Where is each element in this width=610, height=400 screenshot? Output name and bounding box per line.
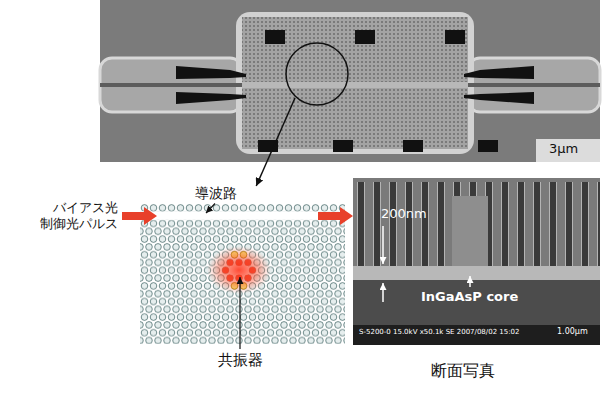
sem-ground [100,0,600,162]
photo-annotation: InGaAsP core [421,290,518,304]
thickness-arrow [382,283,384,302]
hole-columns [353,182,600,268]
lattice-schematic: 導波路 [140,186,345,346]
scale-bar-ground [536,139,600,162]
thickness-arrow [382,226,384,264]
input-arrow [122,207,157,225]
photo-annotation: S-5200-0 15.0kV x50.1k SE 2007/08/02 15:… [359,329,519,337]
output-arrow [318,207,353,225]
core-leader [469,276,471,287]
resonator-glow [207,246,271,294]
image-label: 200nm [381,207,427,221]
zoom-arrow [256,162,267,186]
pad [265,30,285,44]
electrode [464,92,534,104]
photo-annotation: 1.00μm [557,328,588,337]
lattice-schematic [122,204,353,350]
pad [333,140,353,152]
photo-annotation: 断面写真 [431,362,495,380]
zoom-circle [286,43,348,105]
pad [355,30,375,44]
waveguide-line [100,83,600,87]
electrode [464,66,534,79]
waveguide-row [138,212,347,220]
electrode [176,66,246,79]
waveguide-leader [206,204,215,214]
hole-lattice [140,204,345,344]
image-label: 3μm [549,142,578,156]
zoom-leader [267,98,295,162]
electrode [176,92,246,104]
pad [403,140,423,152]
photonic-crystal [242,17,468,149]
cross-section-photo: 200nmInGaAsP coreS-5200-0 15.0kV x50.1k … [353,178,600,390]
core-layer [353,266,600,280]
callout-label: 共振器 [218,352,263,369]
waveguide-ridge [452,196,488,268]
substrate [353,280,600,325]
info-bar [353,325,600,345]
pad [478,140,498,152]
image-label: 導波路 [195,186,237,201]
waveguide-line [242,82,468,88]
sem-top-view [100,0,600,162]
callout-label: 制御光パルス [40,217,118,231]
pad [445,30,465,44]
sem-cross-section [353,178,600,345]
membrane-edge [236,12,474,154]
sem-top-view: 3μm [100,0,600,162]
photo-ground [353,178,600,345]
resonator-leader [239,277,240,349]
callout-label: バイアス光 [53,201,118,215]
